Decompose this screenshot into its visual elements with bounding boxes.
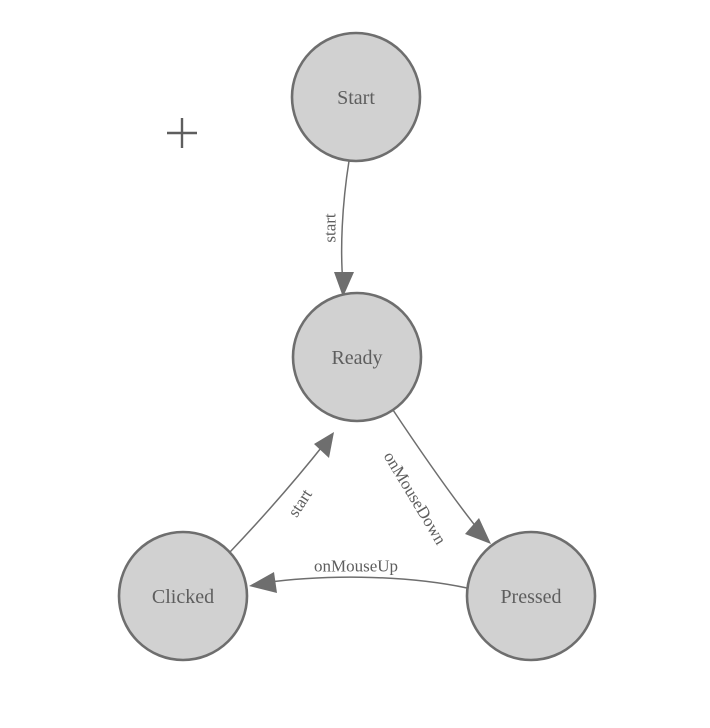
edge-label-pressed-to-clicked: onMouseUp [314, 557, 398, 576]
arrowhead-ready-to-pressed [465, 518, 491, 544]
edge-path-ready-to-pressed [392, 409, 482, 534]
node-start-circle[interactable] [290, 31, 422, 163]
arrowhead-pressed-to-clicked [249, 572, 277, 593]
node-pressed-label: Pressed [500, 586, 561, 608]
edge-clicked-to-ready[interactable]: start [229, 432, 334, 553]
node-clicked[interactable]: Clicked [117, 530, 249, 662]
edge-label-ready-to-pressed: onMouseDown [380, 448, 451, 548]
node-ready[interactable]: Ready [291, 291, 423, 423]
crosshair-cursor-icon [167, 118, 197, 148]
edge-path-clicked-to-ready [229, 442, 326, 553]
node-ready-circle[interactable] [291, 291, 423, 423]
node-ready-label: Ready [331, 347, 382, 369]
node-pressed[interactable]: Pressed [465, 530, 597, 662]
arrowhead-start-to-ready [334, 272, 354, 297]
edge-start-to-ready[interactable]: start [321, 160, 355, 297]
edge-path-start-to-ready [340, 160, 350, 285]
edge-label-start-to-ready: start [321, 213, 340, 243]
edge-pressed-to-clicked[interactable]: onMouseUp [249, 557, 468, 594]
arrowhead-clicked-to-ready [314, 432, 334, 458]
node-clicked-label: Clicked [152, 586, 214, 608]
node-start[interactable]: Start [290, 31, 422, 163]
edge-path-pressed-to-clicked [262, 576, 468, 589]
node-clicked-circle[interactable] [117, 530, 249, 662]
edge-ready-to-pressed[interactable]: onMouseDown [380, 409, 491, 548]
node-pressed-circle[interactable] [465, 530, 597, 662]
node-start-label: Start [337, 87, 375, 109]
edge-label-clicked-to-ready: start [284, 485, 316, 520]
